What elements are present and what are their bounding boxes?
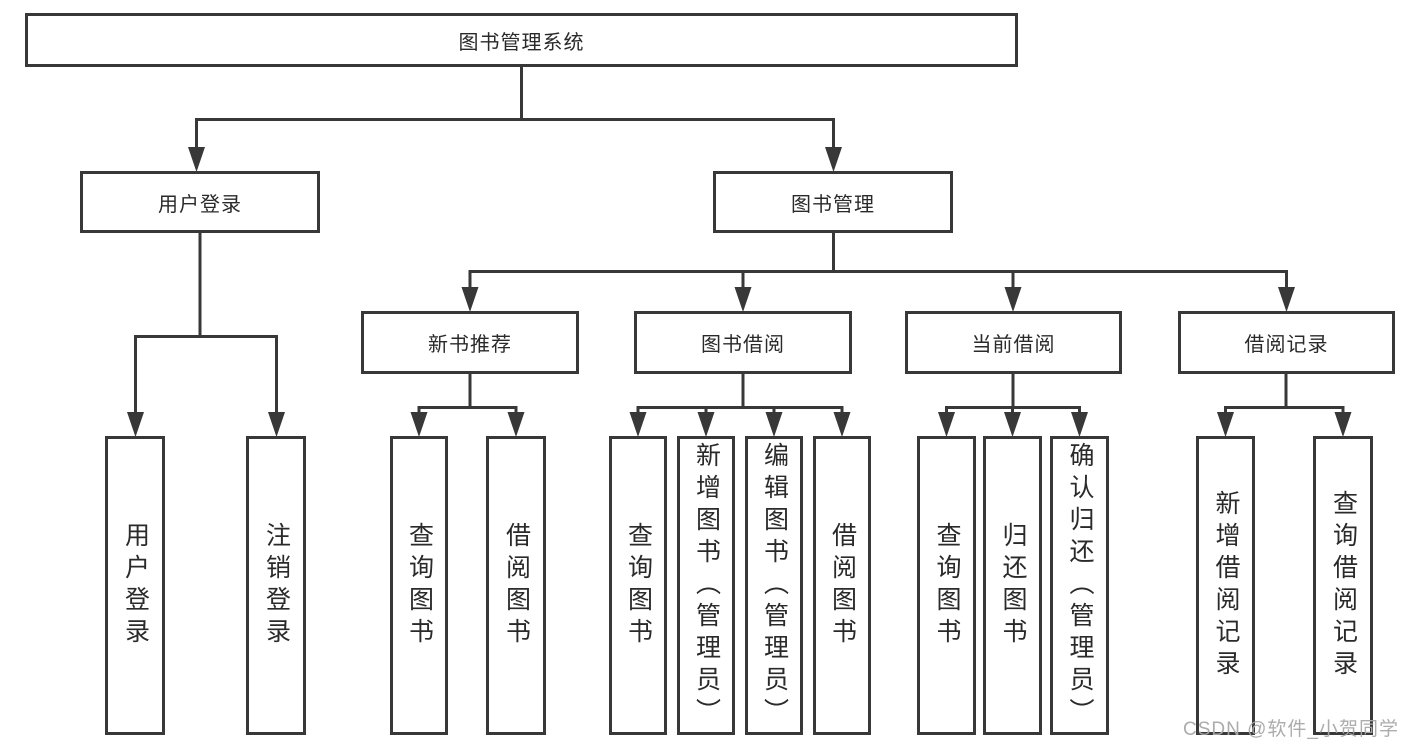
node-label: 用户登录: [158, 193, 242, 216]
leaf-query-books-borrowing: 查询图书: [609, 436, 667, 735]
leaf-logout: 注销登录: [246, 436, 306, 735]
leaf-edit-book-admin: 编辑图书（管理员）: [745, 436, 803, 735]
leaf-user-login: 用户登录: [105, 436, 165, 735]
node-label: 新书推荐: [428, 334, 512, 356]
node-label: 查询借阅记录: [1329, 489, 1358, 682]
leaf-query-books-recommend: 查询图书: [390, 436, 448, 735]
leaf-add-book-admin: 新增图书（管理员）: [677, 436, 735, 735]
node-new-book-recommend: 新书推荐: [361, 311, 579, 374]
node-label: 用户登录: [121, 521, 150, 650]
node-user-login: 用户登录: [80, 171, 320, 233]
node-label: 查询图书: [933, 521, 961, 650]
node-library-system: 图书管理系统: [25, 13, 1018, 67]
node-label: 图书管理系统: [458, 31, 585, 54]
node-label: 查询图书: [624, 521, 653, 650]
node-book-management: 图书管理: [713, 171, 953, 233]
arrowheads: [127, 147, 1352, 437]
node-label: 图书管理: [791, 193, 875, 216]
leaf-add-borrow-record: 新增借阅记录: [1196, 436, 1255, 735]
node-label: 归还图书: [999, 521, 1027, 650]
leaf-borrow-books-recommend: 借阅图书: [486, 436, 546, 735]
leaf-query-borrow-record: 查询借阅记录: [1313, 436, 1373, 735]
node-label: 确认归还（管理员）: [1066, 441, 1094, 730]
node-label: 图书借阅: [701, 334, 785, 356]
leaf-borrow-books: 借阅图书: [813, 436, 871, 735]
leaf-query-books-current: 查询图书: [917, 436, 976, 735]
node-label: 查询图书: [405, 521, 434, 650]
node-label: 注销登录: [262, 521, 291, 650]
node-borrow-records: 借阅记录: [1178, 311, 1395, 374]
node-book-borrowing: 图书借阅: [634, 311, 852, 374]
csdn-watermark: CSDN @软件_小贺同学: [1183, 719, 1399, 740]
node-label: 借阅记录: [1244, 334, 1329, 356]
node-label: 新增图书（管理员）: [692, 441, 721, 730]
node-label: 当前借阅: [971, 334, 1056, 356]
leaf-confirm-return-admin: 确认归还（管理员）: [1050, 436, 1109, 735]
node-label: 借阅图书: [828, 521, 857, 650]
node-current-borrowing: 当前借阅: [905, 311, 1122, 374]
leaf-return-books: 归还图书: [983, 436, 1042, 735]
node-label: 新增借阅记录: [1212, 489, 1240, 682]
node-label: 编辑图书（管理员）: [760, 441, 789, 730]
node-label: 借阅图书: [502, 521, 531, 650]
